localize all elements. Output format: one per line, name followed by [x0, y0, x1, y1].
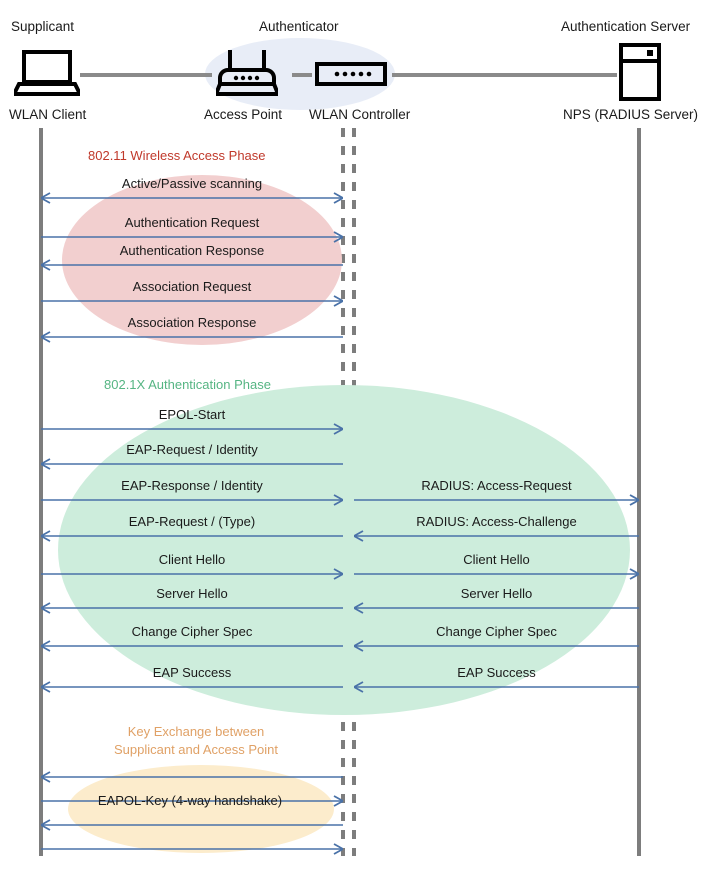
message-label-phase-8021x-4-eap-request-type: EAP-Request / (Type)	[128, 514, 256, 529]
message-arrow-phase-8021x-0-epol-start	[41, 422, 344, 441]
actor-role-authenticator: Authenticator	[259, 19, 339, 34]
message-arrow-phase-8021x-5-radius-access-challenge	[353, 529, 639, 548]
message-label-phase-8021x-0-epol-start: EPOL-Start	[158, 407, 226, 422]
message-arrow-phase-keyexchange-2-unlabeled	[40, 818, 343, 837]
phase-title-80211: 802.11 Wireless Access Phase	[88, 148, 266, 163]
actor-role-authentication-server: Authentication Server	[561, 19, 691, 34]
message-label-phase-8021x-7-client-hello: Client Hello	[463, 552, 530, 567]
message-label-phase-8021x-2-eap-response-identity: EAP-Response / Identity	[121, 478, 263, 493]
actor-device-wlan-client: WLAN Client	[9, 107, 87, 122]
wlan-controller-icon	[315, 62, 387, 91]
message-arrow-phase-8021x-3-radius-access-request	[354, 493, 640, 512]
message-arrow-phase-keyexchange-1-unlabeled	[41, 794, 344, 813]
message-arrow-phase-8021x-9-server-hello	[353, 601, 639, 620]
actor-role-supplicant: Supplicant	[11, 19, 75, 34]
message-arrow-phase-8021x-1-eap-request-identity	[40, 457, 343, 476]
message-label-phase-80211-4-association-response: Association Response	[127, 315, 257, 330]
message-label-phase-80211-0-active-passive-scanning: Active/Passive scanning	[121, 176, 263, 191]
message-arrow-phase-8021x-6-client-hello	[41, 567, 344, 586]
message-arrow-phase-8021x-4-eap-request-type	[40, 529, 343, 548]
lifeline-supplicant	[39, 128, 43, 856]
message-arrow-phase-8021x-13-eap-success	[353, 680, 639, 699]
actor-device-wlan-controller: WLAN Controller	[309, 107, 411, 122]
message-label-phase-8021x-11-change-cipher-spec: Change Cipher Spec	[436, 624, 557, 639]
link-client-to-ap	[80, 73, 212, 77]
phase-title-keyexchange-line2: Supplicant and Access Point	[113, 742, 279, 757]
message-label-phase-80211-3-association-request: Association Request	[132, 279, 252, 294]
link-controller-to-server	[392, 73, 617, 77]
message-arrow-phase-keyexchange-3-unlabeled	[41, 842, 344, 861]
message-label-phase-8021x-12-eap-success: EAP Success	[152, 665, 232, 680]
lifeline-authentication-server	[637, 128, 641, 856]
message-label-phase-80211-2-authentication-response: Authentication Response	[119, 243, 265, 258]
laptop-icon	[10, 50, 84, 101]
message-label-phase-8021x-1-eap-request-identity: EAP-Request / Identity	[126, 442, 258, 457]
message-arrow-phase-8021x-12-eap-success	[40, 680, 343, 699]
phase-region-80211	[62, 175, 342, 345]
server-icon	[619, 43, 661, 106]
actor-device-access-point: Access Point	[204, 107, 283, 122]
message-arrow-phase-80211-2-authentication-response	[40, 258, 343, 277]
message-arrow-phase-8021x-11-change-cipher-spec	[353, 639, 639, 658]
message-label-phase-80211-1-authentication-request: Authentication Request	[124, 215, 260, 230]
message-arrow-phase-8021x-2-eap-response-identity	[41, 493, 344, 512]
actor-device-nps-radius-server: NPS (RADIUS Server)	[563, 107, 699, 122]
link-ap-to-controller	[292, 73, 312, 77]
message-arrow-phase-80211-3-association-request	[41, 294, 344, 313]
message-label-phase-8021x-9-server-hello: Server Hello	[460, 586, 533, 601]
message-arrow-phase-8021x-10-change-cipher-spec	[40, 639, 343, 658]
message-arrow-phase-keyexchange-0-unlabeled	[40, 770, 343, 789]
message-arrow-phase-80211-0-active-passive-scanning	[40, 191, 344, 210]
phase-region-keyexchange	[68, 765, 334, 853]
message-arrow-phase-8021x-7-client-hello	[354, 567, 640, 586]
message-label-phase-8021x-10-change-cipher-spec: Change Cipher Spec	[131, 624, 253, 639]
message-arrow-phase-80211-4-association-response	[40, 330, 343, 349]
phase-title-8021x: 802.1X Authentication Phase	[104, 377, 271, 392]
access-point-icon	[213, 48, 281, 101]
message-label-phase-8021x-6-client-hello: Client Hello	[158, 552, 226, 567]
message-label-phase-8021x-8-server-hello: Server Hello	[156, 586, 228, 601]
message-label-phase-8021x-13-eap-success: EAP Success	[457, 665, 536, 680]
message-arrow-phase-8021x-8-server-hello	[40, 601, 343, 620]
message-label-eapol-key: EAPOL-Key (4-way handshake)	[97, 793, 283, 808]
phase-title-keyexchange-line1: Key Exchange between	[127, 724, 265, 739]
message-arrow-phase-80211-1-authentication-request	[41, 230, 344, 249]
message-label-phase-8021x-5-radius-access-challenge: RADIUS: Access-Challenge	[416, 514, 577, 529]
message-label-phase-8021x-3-radius-access-request: RADIUS: Access-Request	[421, 478, 572, 493]
phase-region-8021x	[58, 385, 630, 715]
